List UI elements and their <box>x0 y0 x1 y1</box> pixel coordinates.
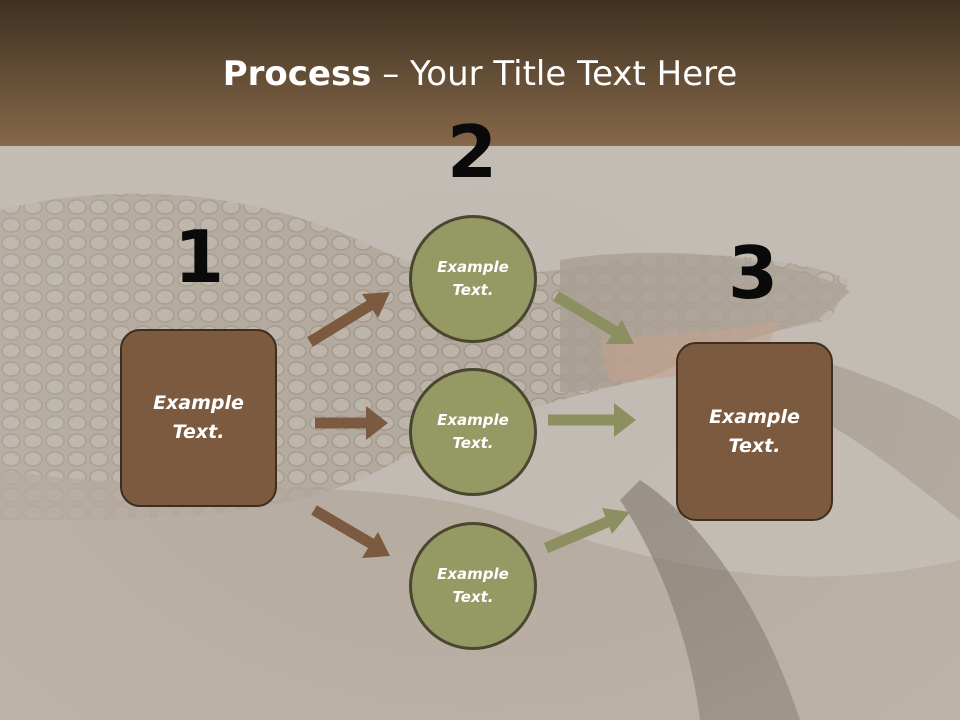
step-2-circle-middle[interactable]: Example Text. <box>409 368 537 496</box>
step-3-text: Example Text. <box>709 405 800 457</box>
title-bar <box>0 0 960 146</box>
slide-title: Process – Your Title Text Here <box>0 52 960 96</box>
title-bold: Process <box>222 54 372 94</box>
step-number-2: 2 <box>446 110 498 194</box>
arrow-to-top-circle <box>307 292 390 347</box>
step-number-1: 1 <box>173 215 225 299</box>
step-2-circle-top[interactable]: Example Text. <box>409 215 537 343</box>
circle-bottom-text: Example Text. <box>437 565 509 606</box>
arrow-to-bottom-circle <box>311 505 390 558</box>
circle-top-text: Example Text. <box>437 258 509 299</box>
arrow-from-top-circle <box>553 291 634 344</box>
arrow-to-middle-circle <box>315 406 388 440</box>
step-3-box[interactable]: Example Text. <box>676 342 833 521</box>
step-1-text: Example Text. <box>153 392 244 443</box>
step-1-box[interactable]: Example Text. <box>120 329 277 507</box>
circle-middle-text: Example Text. <box>437 411 509 452</box>
step-2-circle-bottom[interactable]: Example Text. <box>409 522 537 650</box>
title-rest: – Your Title Text Here <box>371 54 738 94</box>
step-number-3: 3 <box>727 231 779 315</box>
arrow-from-middle-circle <box>548 403 636 437</box>
arrow-from-bottom-circle <box>543 508 630 554</box>
